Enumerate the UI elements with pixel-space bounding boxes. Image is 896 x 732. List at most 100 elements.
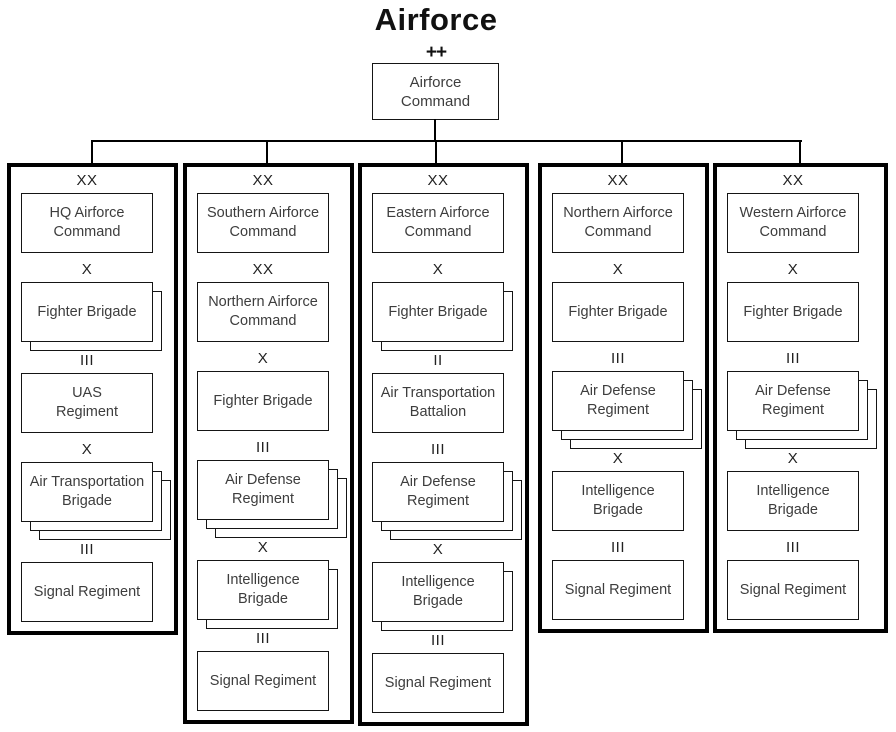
connector-drop-column-4 [621, 141, 623, 164]
echelon-label: III [255, 630, 270, 647]
unit-box[interactable]: Fighter Brigade [21, 282, 153, 342]
unit-name-line: Battalion [409, 404, 467, 420]
unit-name-line: Air Defense [400, 474, 476, 490]
unit-name-line: Command [53, 224, 121, 240]
echelon-label: X [787, 450, 799, 467]
unit-box[interactable]: Signal Regiment [21, 562, 153, 622]
unit-name-line: Brigade [413, 593, 463, 609]
unit-name-line: Eastern Airforce [386, 205, 490, 221]
unit-name-line: Intelligence [401, 574, 475, 590]
unit-name-line: Regiment [231, 491, 295, 507]
connector-root-drop [434, 119, 436, 141]
unit-name-line: Air Transportation [380, 385, 496, 401]
echelon-label: III [610, 539, 625, 556]
unit-name-line: Fighter Brigade [213, 392, 313, 409]
unit-name-line: Southern Airforce [206, 205, 320, 221]
unit-name-line: Brigade [62, 493, 112, 509]
chart-title: Airforce [374, 2, 498, 37]
connector-drop-column-2 [266, 141, 268, 164]
unit-name-line: Intelligence [581, 483, 655, 499]
unit-box-stack: Fighter Brigade [21, 282, 162, 351]
echelon-label: III [430, 632, 445, 649]
unit-box[interactable]: Signal Regiment [197, 651, 329, 711]
echelon-label: X [432, 261, 444, 278]
unit-name-line: Regiment [586, 402, 650, 418]
connector-drop-column-3 [435, 141, 437, 164]
unit-name-line: Brigade [768, 502, 818, 518]
unit-box[interactable]: Signal Regiment [372, 653, 504, 713]
unit-name-line: Command [229, 224, 297, 240]
unit-name-line: Signal Regiment [384, 674, 492, 691]
unit-name-line: Fighter Brigade [388, 303, 488, 320]
echelon-label: III [79, 541, 94, 558]
echelon-label: X [257, 539, 269, 556]
unit-box[interactable]: Signal Regiment [727, 560, 859, 620]
unit: III Signal Regiment [11, 541, 174, 622]
unit-box-stack: Signal Regiment [197, 651, 329, 711]
unit-box[interactable]: Fighter Brigade [197, 371, 329, 431]
echelon-label: XX [427, 172, 449, 189]
echelon-label: III [785, 350, 800, 367]
unit-name-line: Regiment [761, 402, 825, 418]
unit: X Fighter Brigade [362, 261, 525, 351]
unit-name-line: Regiment [55, 404, 119, 420]
root-echelon-label: ++ [425, 42, 447, 63]
unit-name-line: Command [404, 224, 472, 240]
unit-name-line: Air Defense [225, 472, 301, 488]
connector-drop-column-1 [91, 141, 93, 164]
unit-name-line: Signal Regiment [33, 583, 141, 600]
unit-name-line: Command [229, 313, 297, 329]
unit-box[interactable]: Fighter Brigade [552, 282, 684, 342]
echelon-label: III [610, 350, 625, 367]
echelon-label: XX [252, 261, 274, 278]
unit-box[interactable]: Fighter Brigade [372, 282, 504, 342]
unit-name-line: Western Airforce [739, 205, 847, 221]
unit-box[interactable]: Signal Regiment [552, 560, 684, 620]
unit-box-stack: Signal Regiment [727, 560, 859, 620]
unit-name-line: Air Defense [755, 383, 831, 399]
echelon-label: XX [782, 172, 804, 189]
unit-box[interactable]: Fighter Brigade [727, 282, 859, 342]
echelon-label: II [433, 352, 443, 369]
